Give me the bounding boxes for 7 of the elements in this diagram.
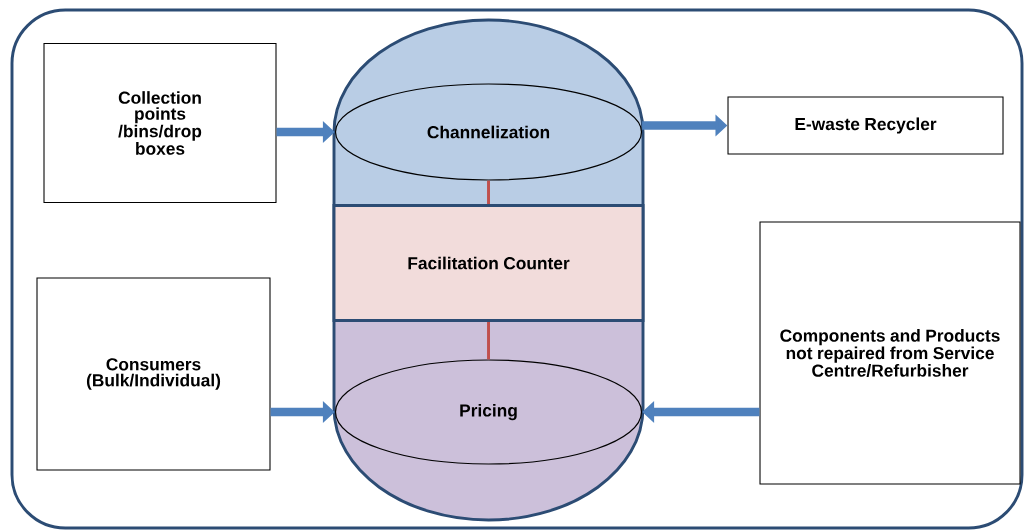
vessel-drawing <box>332 18 645 522</box>
frame <box>10 8 1024 530</box>
text-box: Consumers (Bulk/Individual) <box>36 277 271 471</box>
text-box: E-waste Recycler <box>727 96 1004 155</box>
band: Facilitation Counter <box>332 204 645 322</box>
text-box: Collection points /bins/drop boxes <box>43 42 277 204</box>
text-box: Components and Products not repaired from Service Centre/Refurbisher <box>759 221 1021 485</box>
